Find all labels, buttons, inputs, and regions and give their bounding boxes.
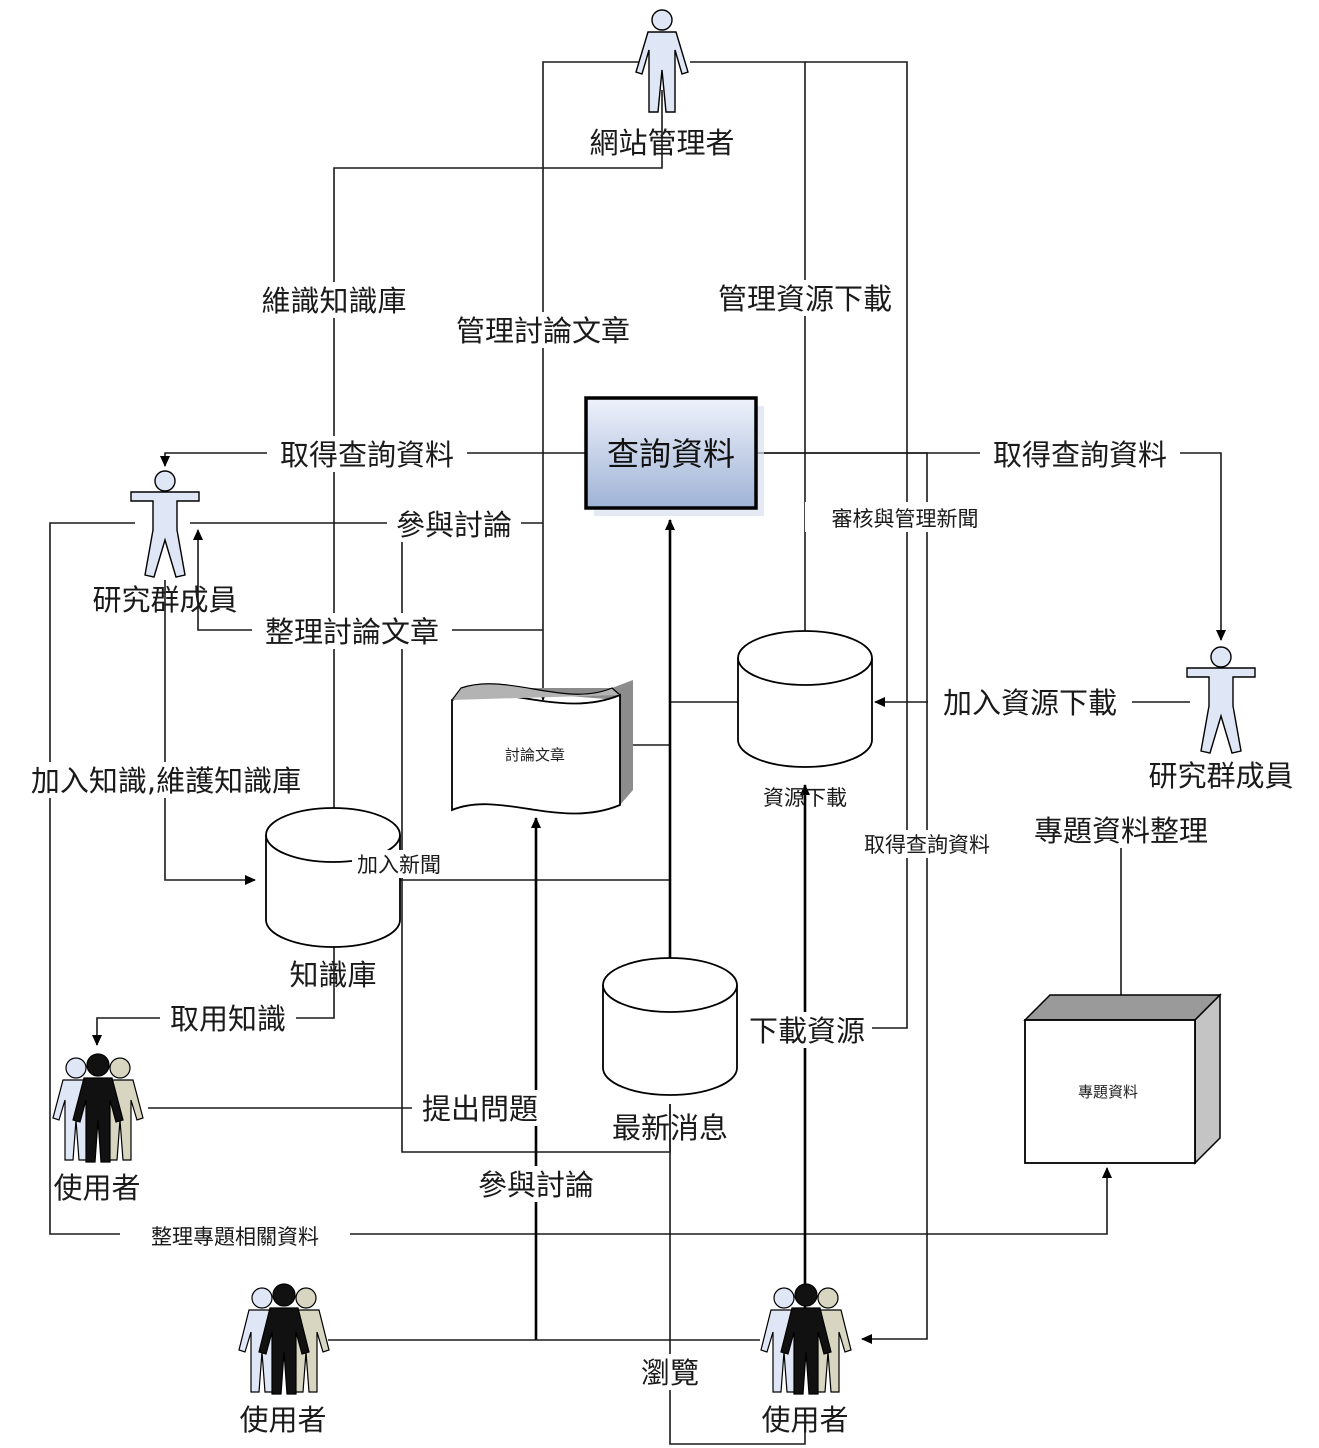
edge-manage-articles <box>538 61 640 701</box>
edge-get-query-right <box>757 452 1226 641</box>
knowledge-base-node[interactable]: 知識庫 <box>265 807 401 992</box>
label-use-knowledge: 取用知識 <box>170 1002 286 1036</box>
user-left-actor[interactable]: 使用者 <box>52 1053 144 1205</box>
researcher-left-label: 研究群成員 <box>92 583 237 617</box>
user-bottom-right-label: 使用者 <box>761 1403 848 1437</box>
user-group-icon <box>760 1283 852 1395</box>
edge-organize-project <box>49 522 1112 1235</box>
edge-review-news <box>754 61 908 1033</box>
researcher-right-actor[interactable]: 研究群成員 <box>1148 646 1294 793</box>
label-add-news: 加入新聞 <box>357 853 441 877</box>
admin-person-icon <box>635 9 689 113</box>
edge-get-query-small <box>757 452 928 1344</box>
user-bottom-left-actor[interactable]: 使用者 <box>238 1283 330 1437</box>
user-group-icon <box>238 1283 330 1395</box>
label-ask-question: 提出問題 <box>422 1092 538 1126</box>
label-project-organize: 專題資料整理 <box>1034 814 1208 848</box>
edge-maintain-kb <box>329 90 663 821</box>
project-data-node[interactable]: 專題資料 <box>1023 993 1222 1165</box>
edge-browse <box>669 1104 806 1445</box>
label-get-query-small: 取得查詢資料 <box>864 833 990 857</box>
researcher-left-actor[interactable]: 研究群成員 <box>92 470 238 617</box>
connectors <box>49 61 1226 1445</box>
label-download-resource: 下載資源 <box>749 1014 865 1048</box>
edge-add-knowledge <box>164 580 256 885</box>
latest-news-label: 最新消息 <box>612 1111 728 1145</box>
edge-labels: 維識知識庫 管理討論文章 管理資源下載 取得查詢資料 取得查詢資料 審核與管理新… <box>10 280 1222 1390</box>
user-group-icon <box>52 1053 144 1163</box>
discussion-articles-label: 討論文章 <box>505 746 565 764</box>
label-add-download: 加入資源下載 <box>943 686 1117 720</box>
label-organize-project: 整理專題相關資料 <box>151 1225 319 1249</box>
query-data-node[interactable]: 查詢資料 <box>584 396 764 516</box>
site-admin-label: 網站管理者 <box>589 126 734 160</box>
discussion-articles-node[interactable]: 討論文章 <box>451 680 633 815</box>
knowledge-base-label: 知識庫 <box>289 958 376 992</box>
user-bottom-left-label: 使用者 <box>239 1403 326 1437</box>
project-data-label: 專題資料 <box>1078 1083 1138 1101</box>
label-get-query-left: 取得查詢資料 <box>280 438 454 472</box>
label-add-knowledge: 加入知識,維護知識庫 <box>31 764 301 798</box>
label-join-discussion-top: 參與討論 <box>396 508 512 542</box>
resource-download-label: 資源下載 <box>763 786 847 810</box>
label-organize-articles: 整理討論文章 <box>265 615 439 649</box>
researcher-right-label: 研究群成員 <box>1148 759 1293 793</box>
resource-download-node[interactable]: 資源下載 <box>737 630 873 810</box>
label-get-query-right: 取得查詢資料 <box>993 438 1167 472</box>
user-left-label: 使用者 <box>53 1171 140 1205</box>
researcher-person-icon <box>130 470 200 578</box>
researcher-person-icon <box>1186 646 1256 754</box>
site-admin-actor[interactable]: 網站管理者 <box>589 9 735 160</box>
label-manage-downloads: 管理資源下載 <box>718 282 892 316</box>
label-browse: 瀏覽 <box>641 1356 699 1390</box>
label-review-news: 審核與管理新聞 <box>832 507 979 531</box>
label-manage-articles: 管理討論文章 <box>456 314 630 348</box>
latest-news-node[interactable]: 最新消息 <box>602 957 738 1145</box>
user-bottom-right-actor[interactable]: 使用者 <box>760 1283 852 1437</box>
label-join-discussion-bottom: 參與討論 <box>478 1168 594 1202</box>
label-maintain-kb: 維識知識庫 <box>261 284 406 318</box>
query-data-label: 查詢資料 <box>607 435 735 473</box>
